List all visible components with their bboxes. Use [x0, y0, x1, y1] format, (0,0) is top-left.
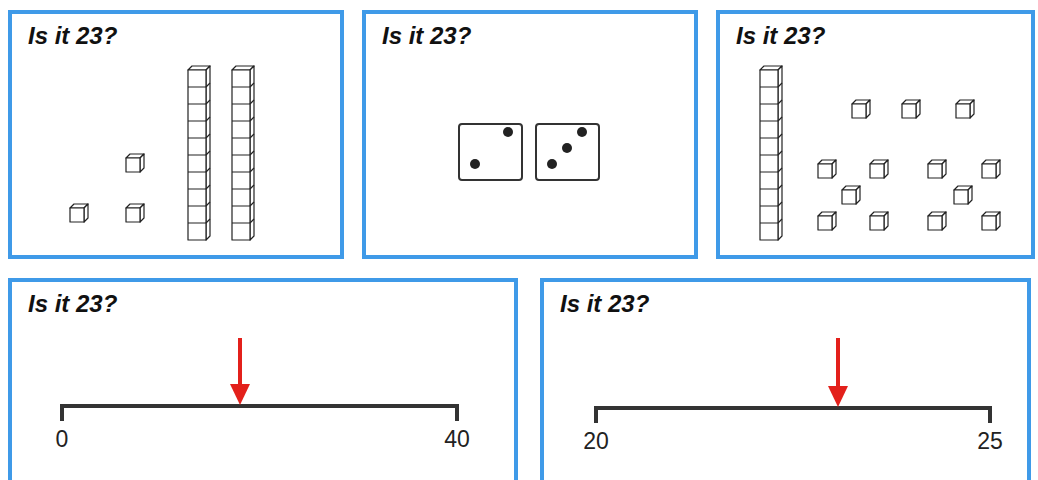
- panel-heading: Is it 23?: [560, 290, 649, 318]
- dice: [459, 124, 599, 180]
- panel-heading: Is it 23?: [382, 22, 471, 50]
- number-line: [596, 338, 990, 423]
- base-ten-blocks: [760, 66, 1000, 240]
- question-panel: Is it 23?: [362, 10, 698, 259]
- number-label: 40: [444, 426, 470, 453]
- number-label: 25: [977, 428, 1003, 455]
- question-panel: Is it 23?: [8, 10, 344, 259]
- question-panel: Is it 23?: [540, 278, 1031, 480]
- number-label: 0: [56, 426, 69, 453]
- number-line: [62, 338, 457, 421]
- panel-heading: Is it 23?: [28, 22, 117, 50]
- question-panel: Is it 23?: [716, 10, 1035, 259]
- number-label: 20: [583, 428, 609, 455]
- panel-heading: Is it 23?: [736, 22, 825, 50]
- base-ten-blocks: [70, 66, 254, 240]
- panel-heading: Is it 23?: [28, 290, 117, 318]
- question-panel: Is it 23?: [8, 278, 518, 480]
